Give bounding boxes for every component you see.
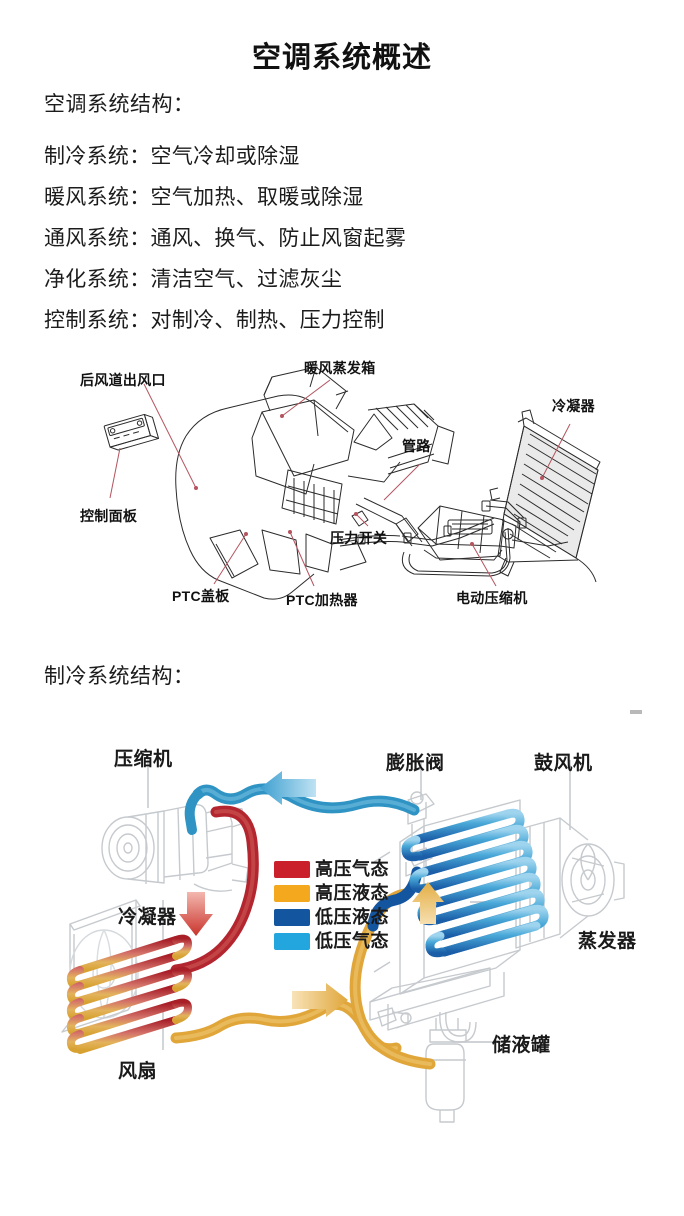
diagram1-label-condenser: 冷凝器 — [552, 398, 595, 414]
spec-separator: ： — [129, 145, 151, 168]
diagram2-label-receiver-drier: 储液罐 — [492, 1035, 551, 1056]
refrigeration-circuit-art — [61, 756, 625, 1123]
legend-swatch-high-pressure-gas — [274, 860, 310, 878]
flow-arrow-blue-left — [260, 771, 316, 805]
spec-value: 通风、换气、防止风窗起雾 — [150, 227, 407, 250]
diagram2-label-compressor: 压缩机 — [114, 749, 173, 770]
legend-label: 高压气态 — [315, 859, 389, 879]
system-spec-list: 制冷系统：空气冷却或除湿 暖风系统：空气加热、取暖或除湿 通风系统：通风、换气、… — [44, 136, 644, 341]
diagram1-label-electric-compressor: 电动压缩机 — [456, 590, 528, 606]
flow-arrow-yellow-up — [412, 882, 444, 924]
legend-swatch-low-pressure-liquid — [274, 908, 310, 926]
legend-item-low-pressure-liquid: 低压液态 — [274, 906, 389, 928]
diagram2-label-expansion-valve: 膨胀阀 — [386, 753, 445, 774]
spec-key: 制冷系统 — [44, 145, 130, 168]
section-heading-structure: 空调系统结构： — [44, 93, 195, 116]
diagram2-label-fan: 风扇 — [118, 1061, 158, 1082]
diagram1-label-ptc-heater: PTC加热器 — [286, 592, 358, 608]
legend-label: 低压气态 — [315, 931, 389, 951]
spec-value: 空气冷却或除湿 — [150, 145, 300, 168]
page-title: 空调系统概述 — [251, 42, 432, 74]
section-heading-cooling: 制冷系统结构： — [44, 665, 195, 688]
spec-separator: ： — [129, 309, 151, 332]
list-item: 通风系统：通风、换气、防止风窗起雾 — [44, 218, 644, 259]
flow-arrow-yellow-right — [292, 983, 348, 1017]
spec-key: 控制系统 — [44, 309, 130, 332]
diagram1-label-pipeline: 管路 — [402, 438, 431, 454]
flow-arrow-red — [179, 892, 213, 936]
list-item: 净化系统：清洁空气、过滤灰尘 — [44, 259, 644, 300]
legend-label: 高压液态 — [315, 883, 389, 903]
diagram1-label-control-panel: 控制面板 — [80, 508, 138, 524]
spec-key: 净化系统 — [44, 268, 130, 291]
page-artifact-speck — [630, 710, 642, 714]
spec-value: 清洁空气、过滤灰尘 — [150, 268, 343, 291]
spec-value: 对制冷、制热、压力控制 — [150, 309, 385, 332]
refrigerant-state-legend: 高压气态 高压液态 低压液态 低压气态 — [274, 858, 389, 952]
diagram2-label-condenser: 冷凝器 — [118, 907, 177, 928]
legend-item-high-pressure-liquid: 高压液态 — [274, 882, 389, 904]
diagram1-label-rear-duct-outlet: 后风道出风口 — [80, 372, 166, 388]
spec-separator: ： — [129, 268, 151, 291]
list-item: 控制系统：对制冷、制热、压力控制 — [44, 300, 644, 341]
spec-value: 空气加热、取暖或除湿 — [150, 186, 364, 209]
diagram1-label-pressure-switch: 压力开关 — [330, 530, 388, 546]
diagram1-label-heater-evaporator-box: 暖风蒸发箱 — [304, 360, 376, 376]
spec-separator: ： — [129, 186, 151, 209]
hvac-assembly-diagram: 后风道出风口 暖风蒸发箱 冷凝器 管路 控制面板 PTC盖板 PTC加热器 压力… — [0, 348, 684, 633]
legend-item-low-pressure-gas: 低压气态 — [274, 930, 389, 952]
refrigeration-circuit-diagram: 压缩机 膨胀阀 鼓风机 冷凝器 蒸发器 储液罐 风扇 — [0, 712, 684, 1132]
list-item: 制冷系统：空气冷却或除湿 — [44, 136, 644, 177]
legend-label: 低压液态 — [315, 907, 389, 927]
spec-key: 暖风系统 — [44, 186, 130, 209]
list-item: 暖风系统：空气加热、取暖或除湿 — [44, 177, 644, 218]
diagram2-label-evaporator: 蒸发器 — [578, 931, 637, 952]
diagram2-label-blower: 鼓风机 — [534, 753, 593, 774]
legend-swatch-low-pressure-gas — [274, 932, 310, 950]
diagram1-label-ptc-cover: PTC盖板 — [172, 588, 230, 604]
legend-item-high-pressure-gas: 高压气态 — [274, 858, 389, 880]
spec-key: 通风系统 — [44, 227, 130, 250]
spec-separator: ： — [129, 227, 151, 250]
hvac-assembly-linework — [103, 366, 601, 600]
legend-swatch-high-pressure-liquid — [274, 884, 310, 902]
